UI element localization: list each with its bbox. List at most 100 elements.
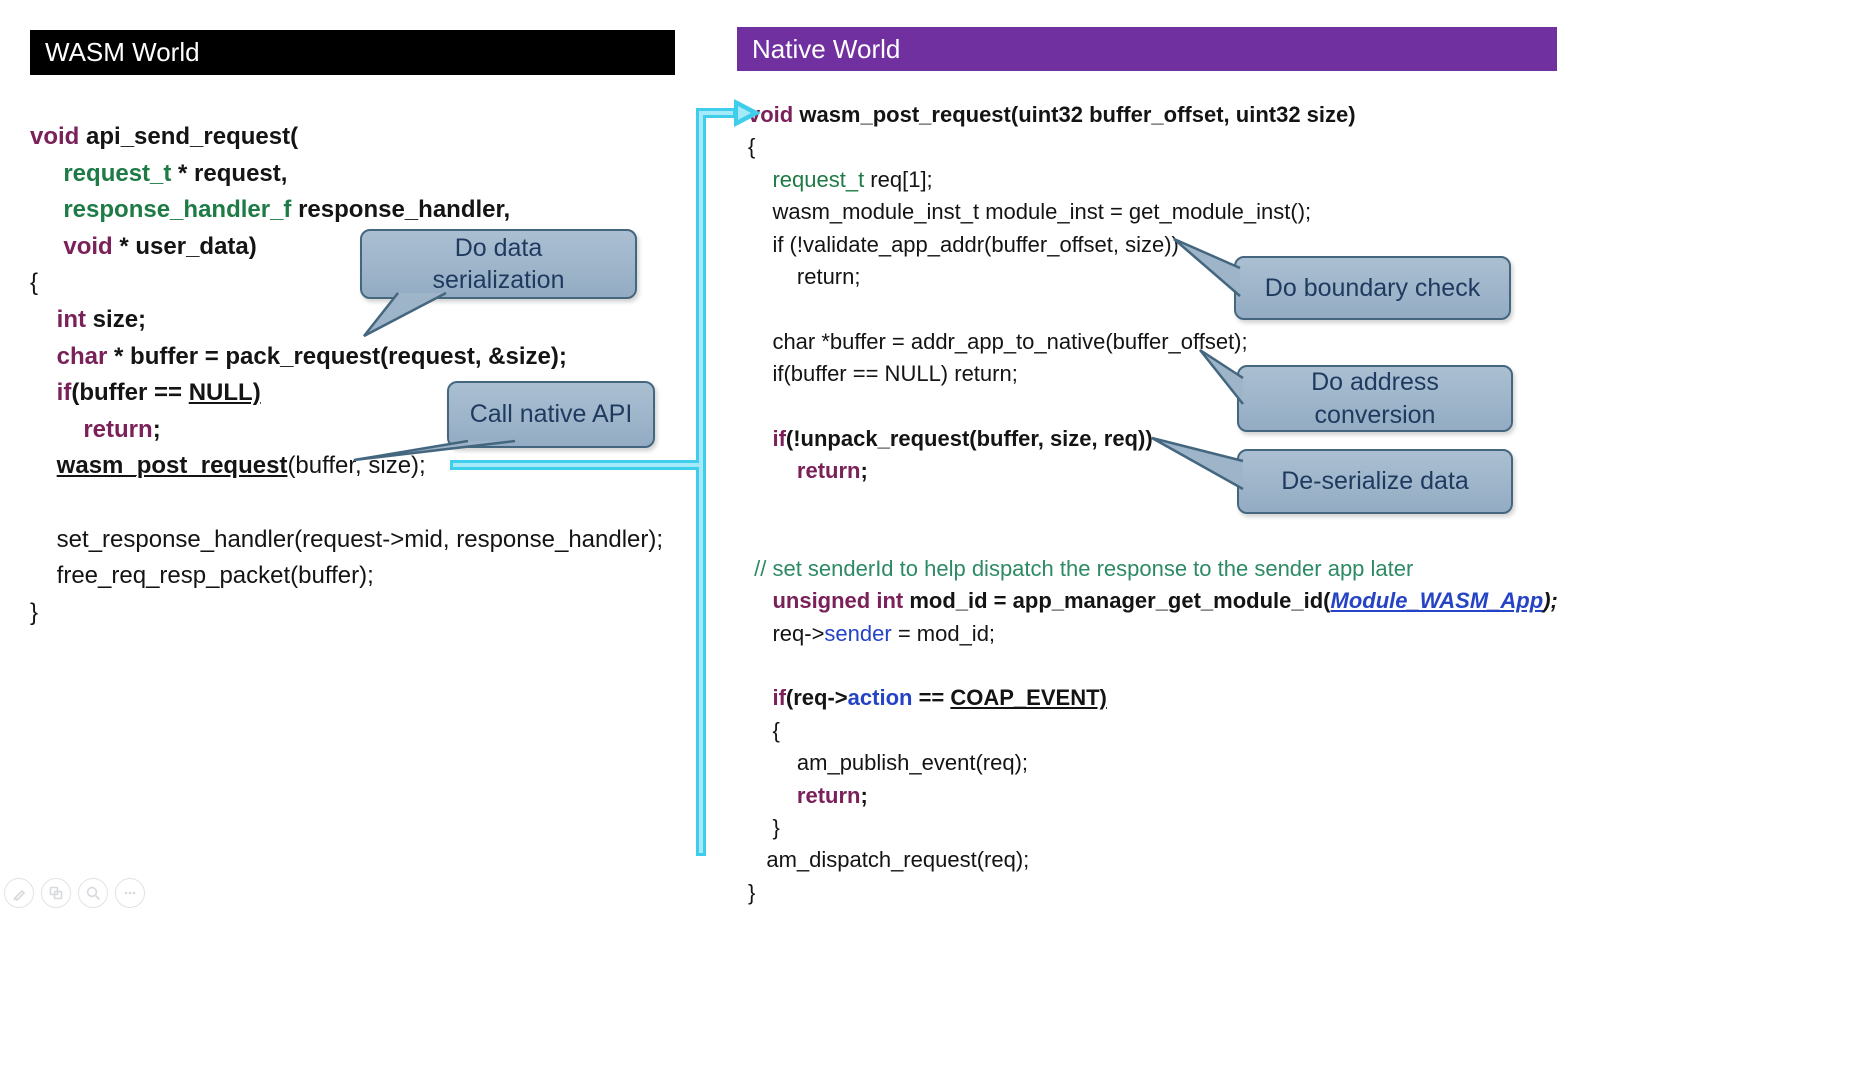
- code-segment: (!unpack_request(buffer, size, req)): [785, 426, 1153, 452]
- more-options-button[interactable]: [115, 878, 145, 908]
- code-segment: wasm_post_request(uint32 buffer_offset, …: [799, 102, 1356, 127]
- code-segment: // set senderId to help dispatch the res…: [754, 555, 1414, 581]
- code-segment: [748, 685, 772, 710]
- code-line: [30, 485, 663, 522]
- code-line: unsigned int mod_id = app_manager_get_mo…: [748, 585, 1558, 617]
- code-segment: request_t: [63, 159, 179, 187]
- callout-text-line: De-serialize data: [1281, 467, 1469, 496]
- code-line: return;: [748, 780, 1558, 812]
- code-segment: [30, 343, 57, 370]
- code-segment: Module_WASM_App: [1330, 588, 1544, 614]
- code-segment: [748, 458, 797, 483]
- code-line: if(req->action == COAP_EVENT): [748, 682, 1558, 714]
- pen-tool-button[interactable]: [4, 878, 34, 908]
- code-line: req->sender = mod_id;: [748, 618, 1558, 650]
- code-line: if(buffer == NULL): [30, 375, 663, 412]
- code-line: {: [748, 131, 1558, 163]
- code-line: char *buffer = addr_app_to_native(buffer…: [748, 326, 1558, 358]
- code-segment: (buffer ==: [71, 379, 189, 407]
- see-all-slides-icon: [49, 886, 63, 900]
- code-segment: char: [56, 342, 115, 370]
- code-line: if(buffer == NULL) return;: [748, 358, 1558, 390]
- code-line: {: [30, 265, 663, 302]
- code-line: response_handler_f response_handler,: [30, 192, 663, 229]
- code-line: request_t * request,: [30, 156, 663, 193]
- code-segment: {: [748, 717, 780, 743]
- code-segment: [30, 379, 57, 406]
- code-segment: am_dispatch_request(req);: [748, 847, 1030, 873]
- code-line: return;: [748, 455, 1558, 487]
- callout-do-boundary-check: Do boundary check: [1234, 256, 1511, 320]
- code-segment: );: [1543, 588, 1558, 614]
- code-segment: * buffer = pack_request(request, &size);: [114, 342, 567, 370]
- callout-text-line: conversion: [1314, 400, 1436, 429]
- code-segment: void: [63, 232, 120, 260]
- code-segment: [748, 783, 797, 808]
- code-segment: am_publish_event(req);: [748, 750, 1029, 776]
- more-options-icon: [124, 891, 136, 895]
- code-segment: int: [56, 305, 93, 333]
- code-segment: ;: [860, 458, 868, 484]
- native-code-block: void wasm_post_request(uint32 buffer_off…: [748, 99, 1558, 909]
- code-segment: if(buffer == NULL) return;: [748, 361, 1018, 387]
- code-segment: NULL): [188, 379, 261, 407]
- code-segment: if (!validate_app_addr(buffer_offset, si…: [748, 231, 1179, 257]
- native-world-header: Native World: [737, 27, 1557, 71]
- presenter-toolbar: [4, 878, 145, 908]
- code-line: if (!validate_app_addr(buffer_offset, si…: [748, 229, 1558, 261]
- code-segment: return;: [748, 264, 861, 290]
- code-segment: {: [748, 134, 756, 160]
- code-segment: void: [748, 102, 800, 127]
- code-segment: [748, 167, 772, 192]
- code-line: request_t req[1];: [748, 164, 1558, 196]
- code-line: void wasm_post_request(uint32 buffer_off…: [748, 99, 1558, 131]
- code-segment: request_t: [772, 166, 871, 192]
- code-segment: void: [30, 123, 87, 150]
- code-line: return;: [748, 261, 1558, 293]
- code-line: int size;: [30, 302, 663, 339]
- code-line: }: [748, 877, 1558, 909]
- code-segment: mod_id = app_manager_get_module_id(: [909, 588, 1331, 614]
- callout-do-data-serialization: Do data serialization: [360, 229, 637, 299]
- code-segment: * request,: [178, 159, 288, 187]
- callout-text-line: Do boundary check: [1264, 273, 1481, 302]
- code-line: am_publish_event(req);: [748, 747, 1558, 779]
- callout-de-serialize-data: De-serialize data: [1237, 449, 1513, 514]
- callout-call-native-api: Call native API: [447, 381, 655, 448]
- code-segment: if: [56, 379, 72, 407]
- code-segment: req[1];: [870, 166, 933, 192]
- callout-text-line: serialization: [432, 266, 565, 294]
- code-line: am_dispatch_request(req);: [748, 844, 1558, 876]
- code-segment: }: [30, 598, 39, 626]
- code-segment: action: [847, 685, 913, 711]
- wasm-world-header-label: WASM World: [45, 37, 200, 67]
- code-line: if(!unpack_request(buffer, size, req)): [748, 423, 1558, 455]
- code-segment: ==: [912, 685, 951, 711]
- code-segment: [30, 233, 63, 260]
- code-segment: sender: [824, 620, 892, 646]
- code-segment: unsigned int: [772, 588, 910, 614]
- zoom-button[interactable]: [78, 878, 108, 908]
- see-all-slides-button[interactable]: [41, 878, 71, 908]
- code-line: free_req_resp_packet(buffer);: [30, 558, 663, 595]
- code-segment: response_handler_f: [63, 196, 299, 224]
- code-line: set_response_handler(request->mid, respo…: [30, 522, 663, 559]
- code-segment: (buffer, size);: [287, 452, 426, 480]
- code-line: wasm_module_inst_t module_inst = get_mod…: [748, 196, 1558, 228]
- code-segment: wasm_post_request: [56, 452, 288, 480]
- code-segment: wasm_module_inst_t module_inst = get_mod…: [748, 199, 1312, 225]
- code-line: }: [748, 812, 1558, 844]
- code-segment: }: [748, 879, 756, 905]
- code-segment: (req->: [785, 685, 848, 711]
- native-world-header-label: Native World: [752, 33, 901, 64]
- code-segment: if: [772, 685, 786, 711]
- code-segment: ;: [152, 415, 161, 443]
- code-line: void * user_data): [30, 229, 663, 266]
- code-segment: free_req_resp_packet(buffer);: [30, 562, 374, 590]
- code-line: }: [30, 595, 663, 632]
- code-line: return;: [30, 412, 663, 449]
- code-segment: api_send_request(: [86, 123, 299, 150]
- callout-text-line: Do data: [454, 233, 543, 262]
- code-segment: set_response_handler(request->mid, respo…: [30, 525, 664, 553]
